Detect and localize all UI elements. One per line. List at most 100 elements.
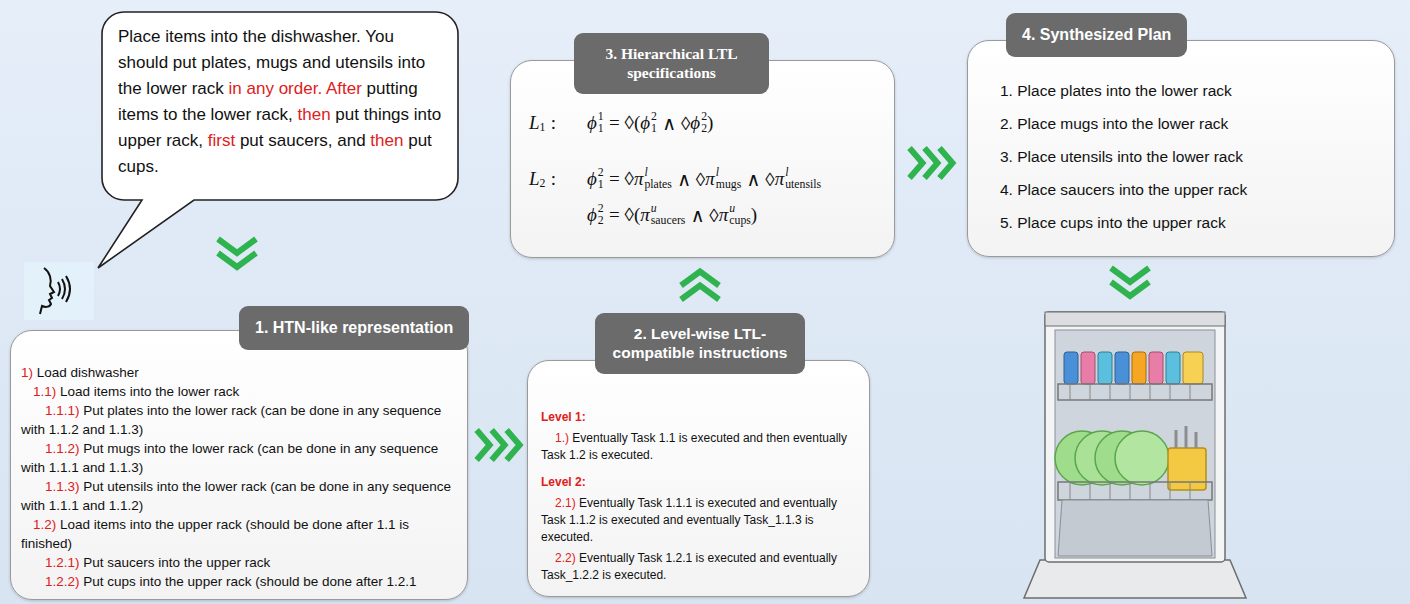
formula-script: 1 [598, 123, 604, 135]
formula-token: π [634, 168, 644, 190]
task-number: 1.1.2) [45, 441, 80, 456]
formula-token: π [705, 168, 715, 190]
instruction-text: Eventually Task 1.2.1 is executed and ev… [541, 551, 837, 582]
formula-token: ϕ [640, 112, 650, 134]
formula-token: ∧ ◊ [741, 168, 774, 191]
flow-chevron [469, 430, 527, 460]
formula-symbol: 2 [540, 177, 546, 190]
task-line: 1.1.1) Put plates into the lower rack (c… [21, 401, 457, 439]
formula-symbol: ∧ ◊ [747, 169, 775, 190]
task-text: Put saucers into the upper rack [83, 555, 270, 570]
icon-ground [24, 262, 94, 320]
dishwasher-illustration [1070, 482, 1190, 500]
task-number: 1.2.2) [45, 574, 80, 589]
flow-chevron [895, 148, 967, 178]
level-name: L2: [529, 168, 587, 190]
dishwasher-illustration [1149, 352, 1163, 384]
formula-token: ) [707, 112, 713, 134]
formula-script: 2 [701, 111, 707, 123]
dishwasher-illustration [1115, 352, 1129, 384]
formula-script: 2 [651, 111, 657, 123]
chevron [218, 239, 256, 253]
chevron [492, 430, 505, 460]
dishwasher-illustration [1168, 448, 1206, 490]
formula-token: ) [751, 204, 757, 226]
formula-symbol: ∧ ◊ [691, 205, 719, 226]
emphasis-word: After [326, 79, 362, 98]
formula-symbol: ϕ [640, 112, 650, 133]
plan-step: 5. Place cups into the upper rack [1000, 213, 1380, 233]
dishwasher-illustration [1115, 431, 1169, 485]
formula-symbol: π [775, 168, 785, 189]
dishwasher-illustration [1183, 352, 1203, 384]
instruction-line: 1.) Eventually Task 1.1 is executed and … [541, 430, 857, 464]
formula-token: : [545, 168, 556, 190]
formula-symbol: ) [751, 204, 757, 225]
plan-step: 2. Place mugs into the lower rack [1000, 114, 1380, 134]
formula-line: ϕ22= ◊(πusaucers∧ ◊πucups) [529, 197, 882, 233]
formula-script: u [651, 203, 686, 215]
formula: ϕ21= ◊πlplates∧ ◊πlmugs∧ ◊πlutensils [587, 167, 821, 192]
formula-script: 1 [598, 179, 604, 191]
formula-token: 21 [598, 167, 604, 192]
instruction-text: Eventually Task 1.1.1 is executed and ev… [541, 496, 837, 544]
formula-script: mugs [716, 179, 742, 191]
dishwasher-illustration [1024, 560, 1246, 598]
task-text: Load items into the upper rack (should b… [21, 517, 409, 551]
formula-token: = ◊( [604, 204, 641, 226]
chevron [940, 148, 953, 178]
formula-token: 11 [598, 111, 604, 136]
formula-token: ϕ [690, 112, 700, 134]
dishwasher-illustration [1081, 352, 1095, 384]
formula-token: lutensils [785, 167, 821, 192]
formula-symbol: ϕ [587, 168, 597, 189]
formula-symbol: π [719, 204, 729, 225]
formula-token: ϕ [587, 112, 597, 134]
task-line: 1.2.1) Put saucers into the upper rack [21, 553, 457, 572]
dishwasher-illustration [1058, 384, 1212, 400]
plan-step: 4. Place saucers into the upper rack [1000, 180, 1380, 200]
formula-symbol: ) [707, 112, 713, 133]
task-text: Put utensils into the lower rack (can be… [21, 479, 451, 513]
formula-script: plates [644, 179, 671, 191]
emphasis-word: then [370, 131, 403, 150]
instruction-line: Level 2: [541, 474, 857, 491]
formula: ϕ22= ◊(πusaucers∧ ◊πucups) [587, 203, 757, 228]
formula-symbol: ϕ [690, 112, 700, 133]
formula-token: 1 [540, 121, 546, 135]
dishwasher-illustration [1055, 330, 1215, 558]
sound-waves [58, 276, 70, 302]
formula-token: π [775, 168, 785, 190]
instruction-line: Level 1: [541, 409, 857, 426]
panel-heading: 4. Synthesized Plan [1006, 13, 1187, 57]
formula-token: usaucers [651, 203, 686, 228]
formula-block: L1:ϕ11= ◊(ϕ21∧ ◊ϕ22)L2:ϕ21= ◊πlplates∧ ◊… [529, 105, 882, 233]
instruction-line: 2.2) Eventually Task 1.2.1 is executed a… [541, 550, 857, 584]
panel-heading: 2. Level-wise LTL-compatible instruction… [595, 313, 805, 374]
emphasis-word: then [298, 105, 331, 124]
formula-symbol: π [640, 204, 650, 225]
dishwasher-illustration [1058, 500, 1212, 556]
chevron [477, 430, 490, 460]
formula-token: ϕ [587, 204, 597, 226]
task-number: 1) [21, 365, 33, 380]
chevron [1111, 268, 1149, 282]
stage-panel: 3. Hierarchical LTL specificationsL1:ϕ11… [510, 60, 895, 258]
task-line: 1) Load dishwasher [21, 363, 457, 382]
formula-token: = ◊ [604, 168, 634, 190]
chevron [681, 272, 719, 286]
formula-symbol: = ◊( [609, 112, 640, 133]
chevron [925, 148, 938, 178]
instruction-number: 1.) [555, 431, 569, 445]
formula-symbol: ϕ [587, 204, 597, 225]
formula-token: ∧ ◊ [672, 168, 705, 191]
formula-script: 2 [598, 203, 604, 215]
dishwasher-illustration [1024, 312, 1246, 598]
formula-script: 2 [598, 215, 604, 227]
task-number: 1.2) [33, 517, 56, 532]
plan-step: 1. Place plates into the lower rack [1000, 81, 1380, 101]
formula-script: cups [729, 215, 751, 227]
formula-symbol: ∧ ◊ [677, 169, 705, 190]
task-text: Load items into the lower rack [60, 384, 239, 399]
